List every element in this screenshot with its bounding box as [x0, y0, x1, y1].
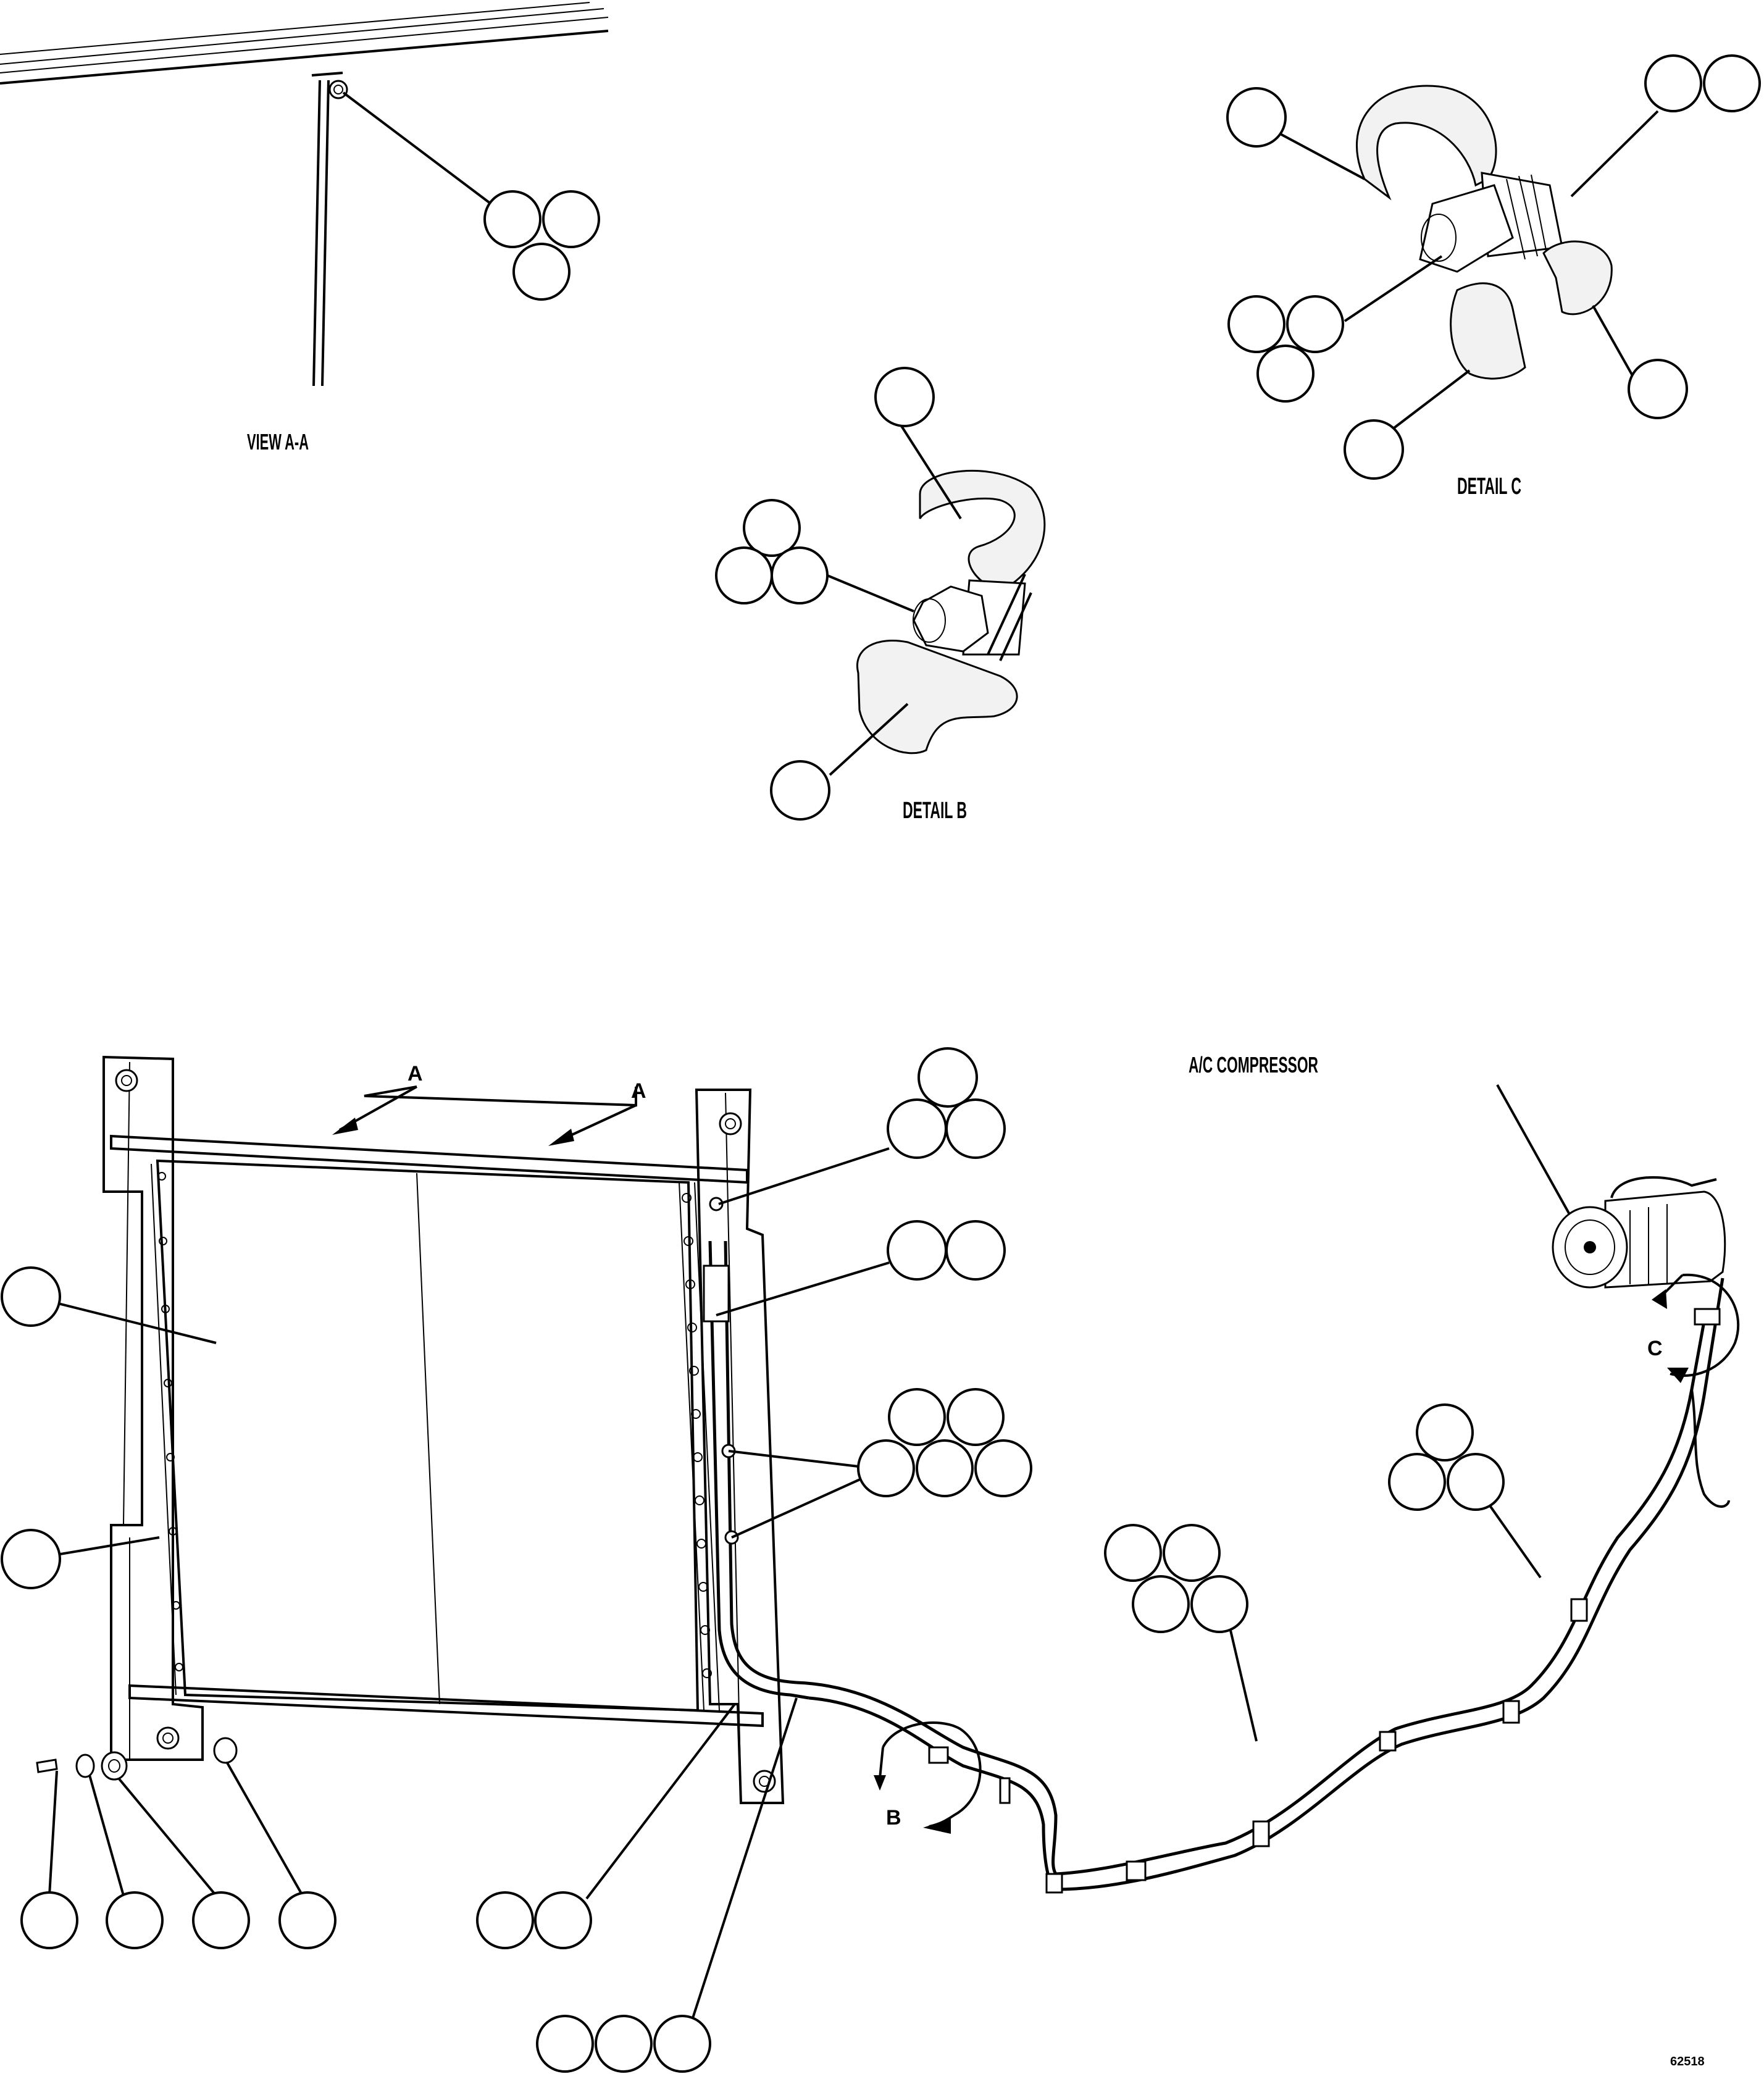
callout-drier-fitting[interactable] — [887, 1220, 1006, 1281]
detail-b: DETAIL B — [715, 367, 1046, 824]
ac-compressor: A/C COMPRESSOR C — [1189, 1052, 1739, 1383]
detail-b-label: DETAIL B — [903, 798, 967, 824]
detail-c: DETAIL C — [1226, 54, 1761, 500]
callout-mount-isolator[interactable] — [192, 1891, 250, 1949]
detail-c-callout-bottom[interactable] — [1344, 419, 1404, 480]
callout-hose-mid-clamp[interactable] — [1104, 1524, 1248, 1633]
callout-mount-bolt[interactable] — [20, 1891, 78, 1949]
view-aa-label: VIEW A-A — [247, 429, 309, 454]
callout-hose-upper-clamp[interactable] — [1388, 1403, 1505, 1511]
detail-b-callout-bottom[interactable] — [770, 760, 830, 821]
detail-c-callout-right[interactable] — [1628, 359, 1688, 419]
compressor-label: A/C COMPRESSOR — [1189, 1052, 1318, 1077]
figure-number: 62518 — [1670, 2055, 1705, 2068]
detail-c-callout-bolt[interactable] — [1227, 295, 1344, 403]
callout-lower-fitting[interactable] — [476, 1891, 592, 1949]
hose-routing: B — [796, 1277, 1730, 1894]
callout-condenser-frame[interactable] — [1, 1529, 61, 1589]
rotation-b-label: B — [886, 1806, 901, 1829]
section-arrow-a-right: A — [631, 1079, 646, 1103]
rotation-c-label: C — [1647, 1337, 1663, 1360]
view-aa: VIEW A-A — [0, 2, 609, 454]
callout-upper-hose-bracket[interactable] — [887, 1047, 1006, 1159]
callout-mount-washer[interactable] — [106, 1891, 164, 1949]
callout-lower-bracket-bolt[interactable] — [536, 2015, 711, 2073]
detail-b-callout-bolt[interactable] — [715, 499, 829, 604]
detail-c-label: DETAIL C — [1457, 474, 1521, 500]
section-arrow-a-left: A — [408, 1062, 423, 1085]
detail-b-callout-top[interactable] — [874, 367, 935, 427]
callout-mount-flat-washer[interactable] — [278, 1891, 336, 1949]
view-aa-callout[interactable] — [483, 190, 600, 301]
detail-c-callout-top-left[interactable] — [1226, 87, 1287, 148]
condenser-assembly: A A — [30, 1055, 890, 2032]
detail-c-callout-nut[interactable] — [1644, 54, 1761, 112]
callout-condenser-core[interactable] — [1, 1266, 61, 1327]
callout-lower-hose-clamp[interactable] — [857, 1388, 1032, 1497]
